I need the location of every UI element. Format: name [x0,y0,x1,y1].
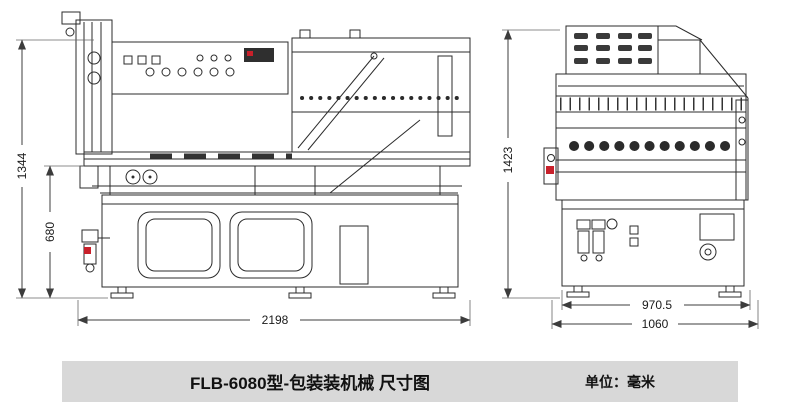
dimension-outer-width: 1060 [551,300,759,331]
dim-right-inner-width-label: 970.5 [642,298,672,312]
dim-left-total-height-label: 1344 [15,152,29,179]
dimension-side-height: 1423 [500,29,560,299]
machine-end-view [543,25,749,298]
dimension-total-height: 1344 [14,39,108,299]
technical-drawing: 1344 680 1423 2198 970.5 1060 [14,11,759,331]
drawing-title: FLB-6080型-包装装机械 尺寸图 [190,374,430,393]
red-accent [84,247,91,254]
title-bar: FLB-6080型-包装装机械 尺寸图 单位：毫米 [62,361,738,402]
dim-left-table-height-label: 680 [43,222,57,242]
red-accent [546,166,554,174]
dim-left-length-label: 2198 [262,313,289,327]
unit-label: 单位：毫米 [585,373,655,390]
dimension-table-height: 680 [42,165,84,299]
dim-side-height-label: 1423 [501,146,515,173]
dimension-length: 2198 [77,300,471,327]
dimension-inner-width: 970.5 [561,290,751,312]
dim-right-outer-width-label: 1060 [642,317,669,331]
machine-side-view [61,11,471,299]
